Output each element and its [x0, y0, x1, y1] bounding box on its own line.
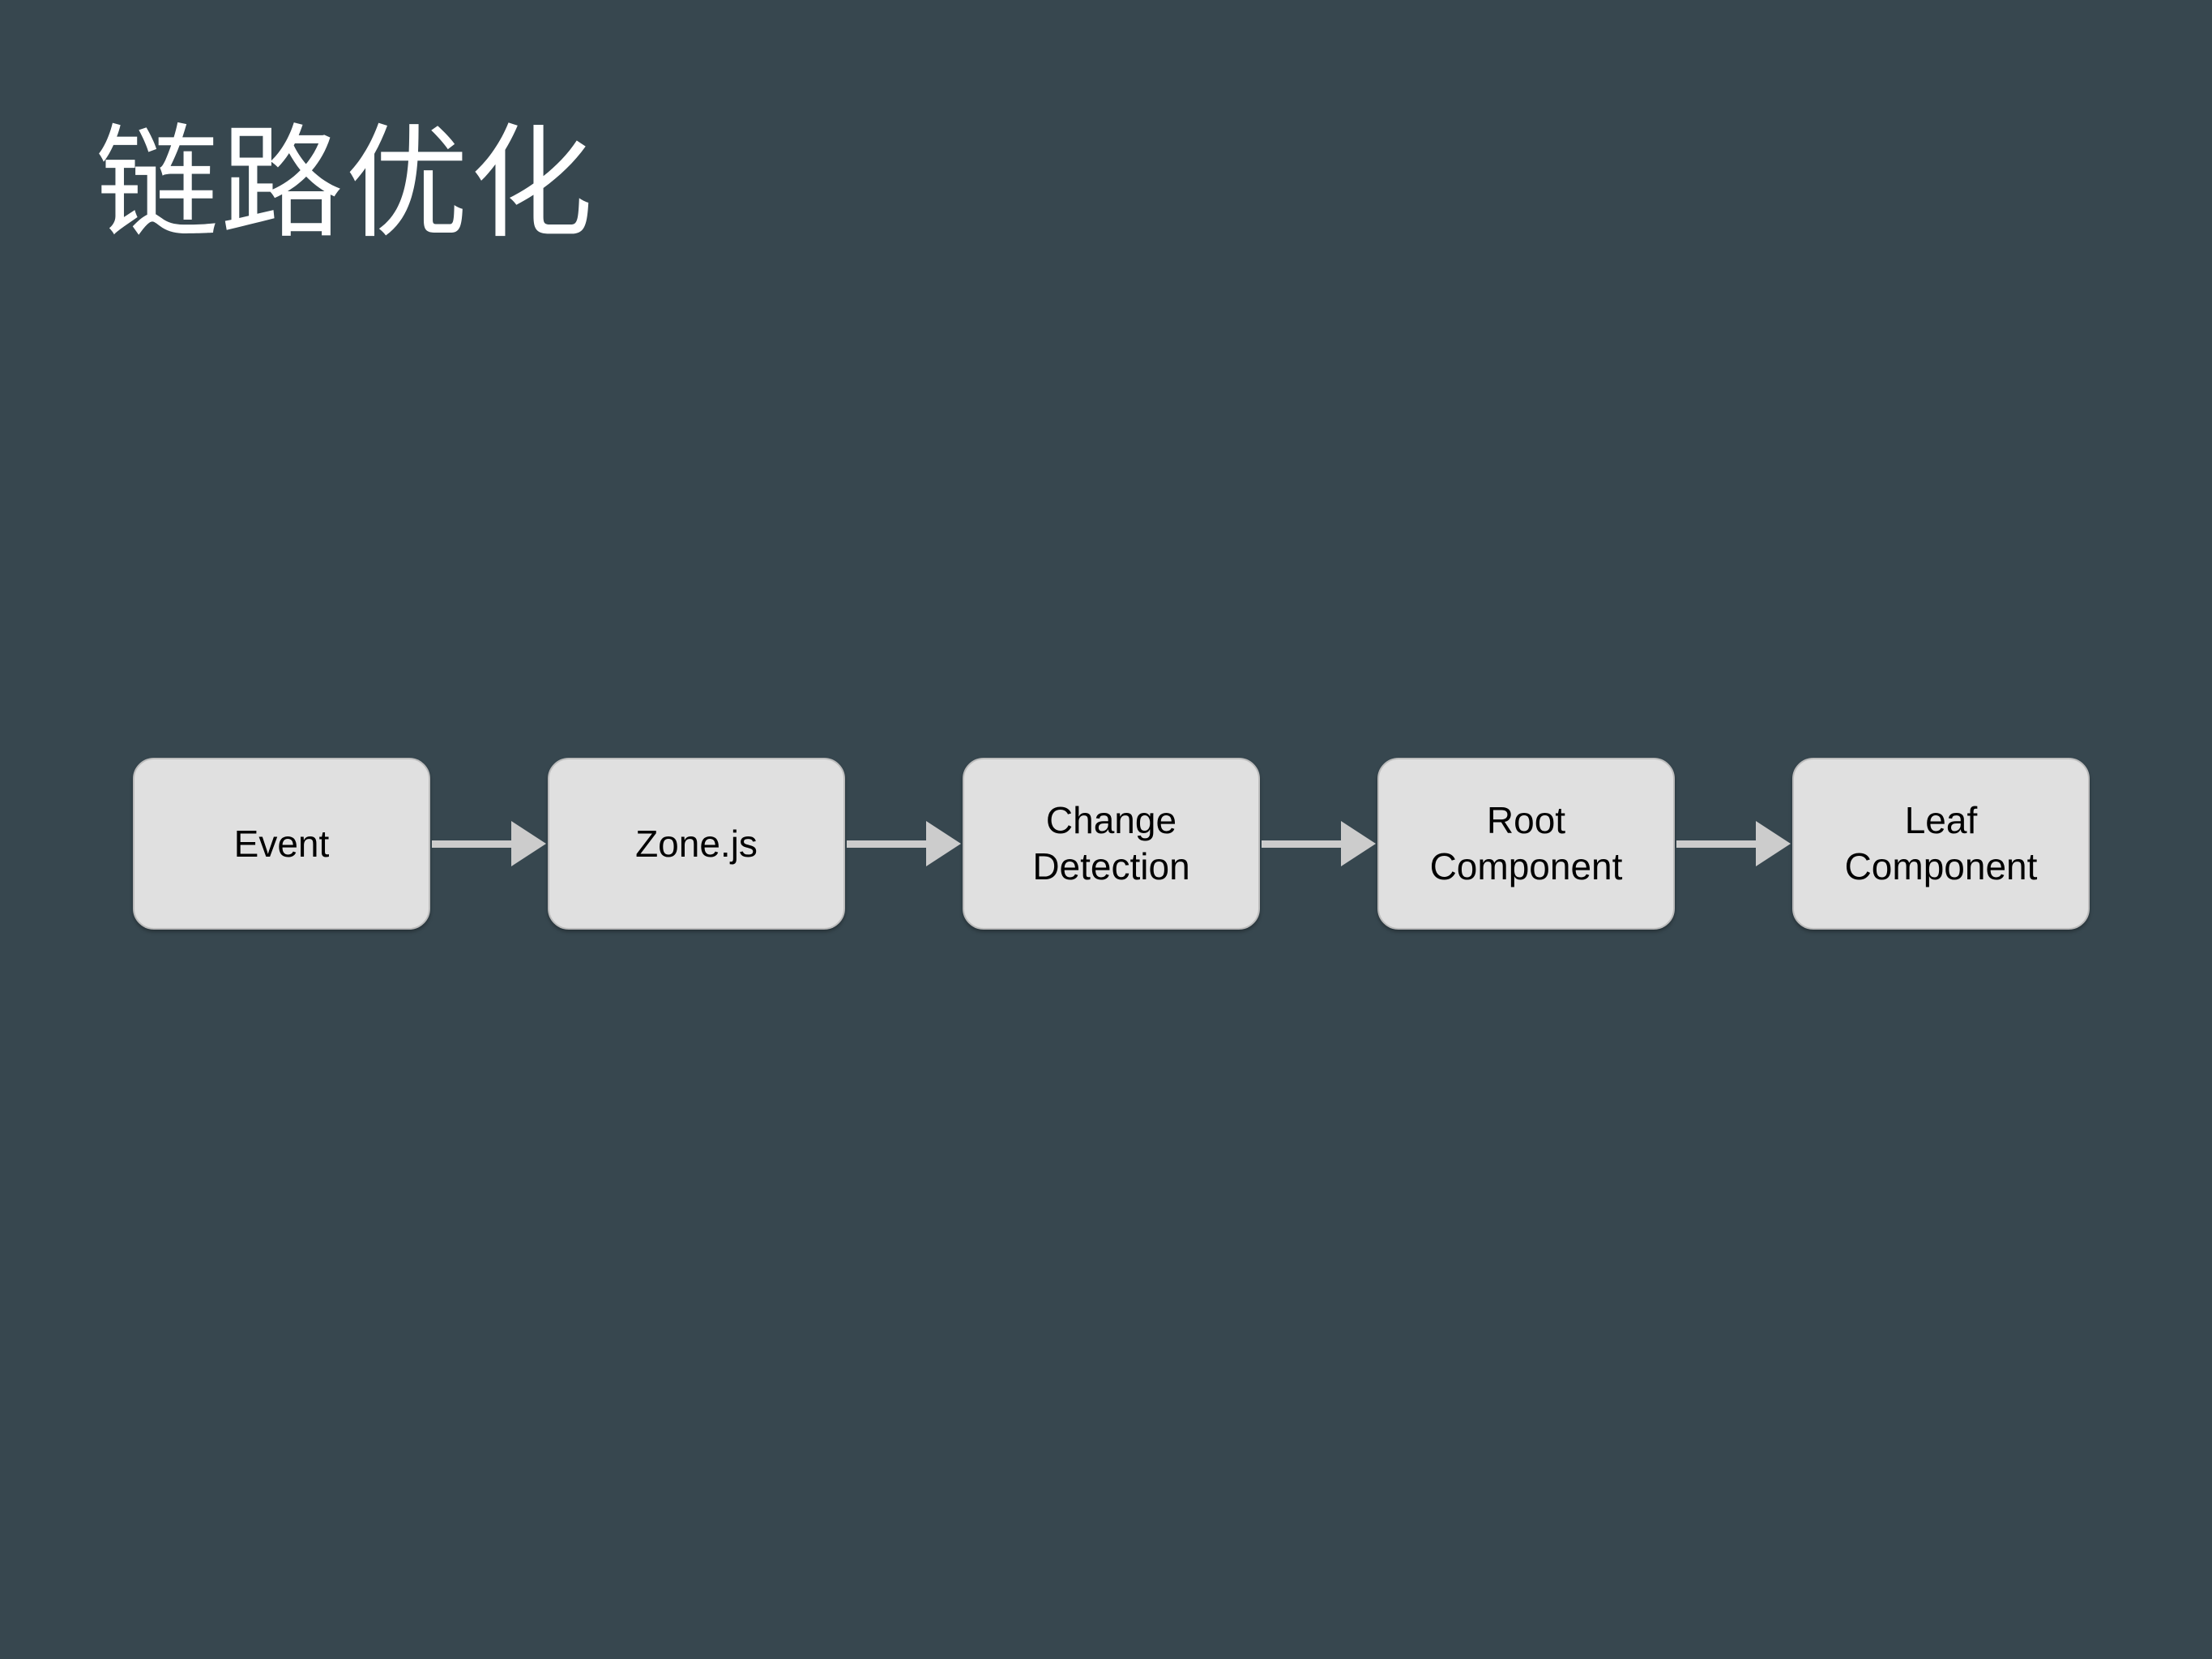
flow-node-root-component[interactable]: Root Component: [1377, 758, 1675, 930]
flow-arrow-icon: [1260, 819, 1377, 868]
page-title: 链路优化: [96, 115, 595, 253]
flow-node-event[interactable]: Event: [133, 758, 430, 930]
arrow-head-icon: [511, 821, 546, 866]
flow-arrow-icon: [1675, 819, 1792, 868]
arrow-head-icon: [926, 821, 961, 866]
flow-node-label: Event: [233, 822, 330, 865]
flow-arrow-icon: [430, 819, 548, 868]
flow-node-label: Change Detection: [1032, 799, 1190, 887]
arrow-shaft: [847, 840, 931, 848]
flow-node-leaf-component[interactable]: Leaf Component: [1792, 758, 2090, 930]
arrow-shaft: [432, 840, 516, 848]
arrow-head-icon: [1341, 821, 1376, 866]
arrow-shaft: [1262, 840, 1346, 848]
flow-node-label: Zone.js: [635, 822, 758, 865]
flow-node-zonejs[interactable]: Zone.js: [548, 758, 845, 930]
flow-node-label: Leaf Component: [1844, 799, 2038, 887]
arrow-shaft: [1676, 840, 1761, 848]
flow-arrow-icon: [845, 819, 963, 868]
flow-node-label: Root Component: [1429, 799, 1623, 887]
flow-diagram: Event Zone.js Change Detection Root Comp…: [133, 758, 2090, 930]
arrow-head-icon: [1756, 821, 1791, 866]
flow-node-change-detection[interactable]: Change Detection: [963, 758, 1260, 930]
